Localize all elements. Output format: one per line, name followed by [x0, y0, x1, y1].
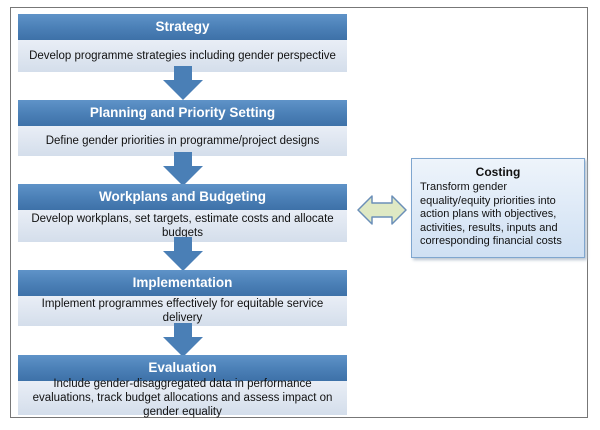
costing-description: Transform gender equality/equity priorit…	[420, 181, 562, 247]
stage-title: Strategy	[18, 14, 347, 40]
stage-description: Develop workplans, set targets, estimate…	[18, 210, 347, 242]
down-arrow-icon	[163, 152, 203, 186]
stage-planning: Planning and Priority Setting Define gen…	[18, 100, 347, 156]
stage-description: Define gender priorities in programme/pr…	[18, 126, 347, 156]
stage-title: Workplans and Budgeting	[18, 184, 347, 210]
stage-evaluation: Evaluation Include gender-disaggregated …	[18, 355, 347, 418]
stage-strategy: Strategy Develop programme strategies in…	[18, 14, 347, 72]
down-arrow-icon	[163, 237, 203, 271]
down-arrow-icon	[163, 66, 203, 100]
stage-title: Planning and Priority Setting	[18, 100, 347, 126]
stage-description: Include gender-disaggregated data in per…	[18, 378, 347, 418]
stage-title: Implementation	[18, 270, 347, 296]
stage-title: Evaluation	[18, 355, 347, 381]
stage-description: Implement programmes effectively for equ…	[18, 296, 347, 326]
stage-implementation: Implementation Implement programmes effe…	[18, 270, 347, 326]
costing-title: Costing	[475, 165, 521, 179]
down-arrow-icon	[163, 323, 203, 357]
costing-box: Costing Transform gender equality/equity…	[411, 158, 585, 258]
double-headed-arrow-icon	[357, 195, 407, 225]
stage-workplans: Workplans and Budgeting Develop workplan…	[18, 184, 347, 242]
